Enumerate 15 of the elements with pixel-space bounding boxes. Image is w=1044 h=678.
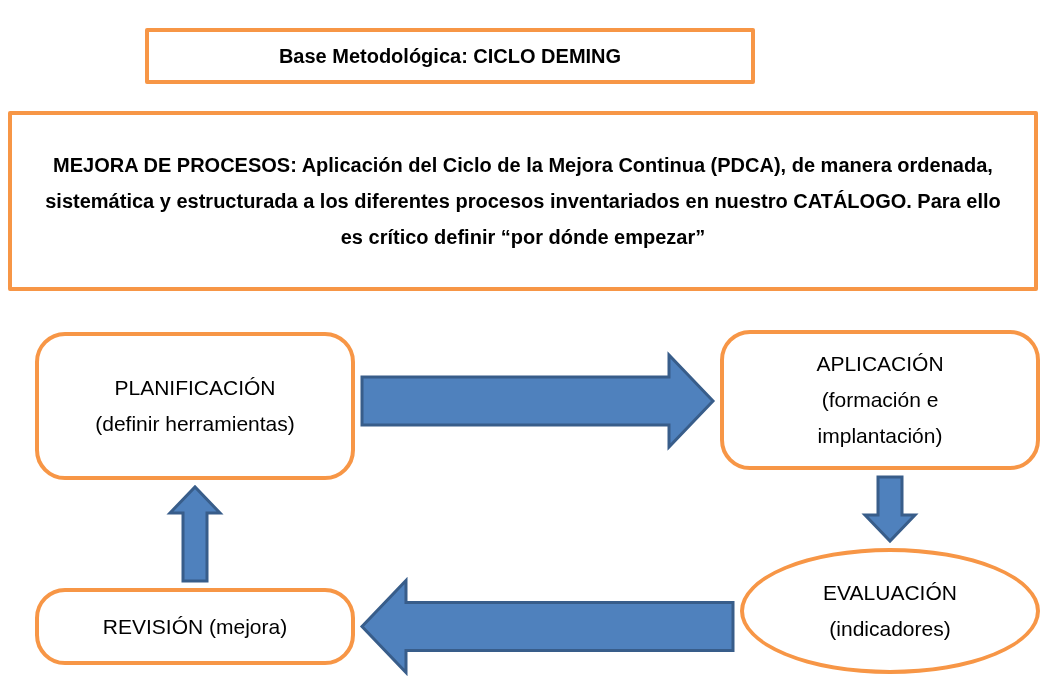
rounded-box bbox=[35, 332, 355, 480]
block-arrow bbox=[359, 576, 735, 677]
node-text: REVISIÓN (mejora) bbox=[102, 613, 288, 640]
rounded-box bbox=[720, 330, 1040, 470]
node-text: EVALUACIÓN (indicadores) bbox=[822, 580, 958, 642]
node-text: MEJORA DE PROCESOS: Aplicación del Ciclo de la Mejora Continua (PDCA), de manera ordenada, sistemática y estructurada a los diferentes procesos inventariados en nuestro CATÁLOGO. Para ello es crítico definir “por dónde empezar” bbox=[44, 153, 1002, 250]
node-text: PLANIFICACIÓN (definir herramientas) bbox=[94, 375, 296, 437]
text-box bbox=[8, 111, 1038, 291]
rounded-box bbox=[35, 588, 355, 665]
text-box bbox=[145, 28, 755, 84]
node-text: APLICACIÓN (formación e implantación) bbox=[815, 351, 945, 449]
block-arrow bbox=[861, 475, 919, 544]
node-text: Base Metodológica: CICLO DEMING bbox=[278, 44, 622, 69]
block-arrow bbox=[166, 484, 224, 583]
block-arrow bbox=[360, 351, 716, 451]
